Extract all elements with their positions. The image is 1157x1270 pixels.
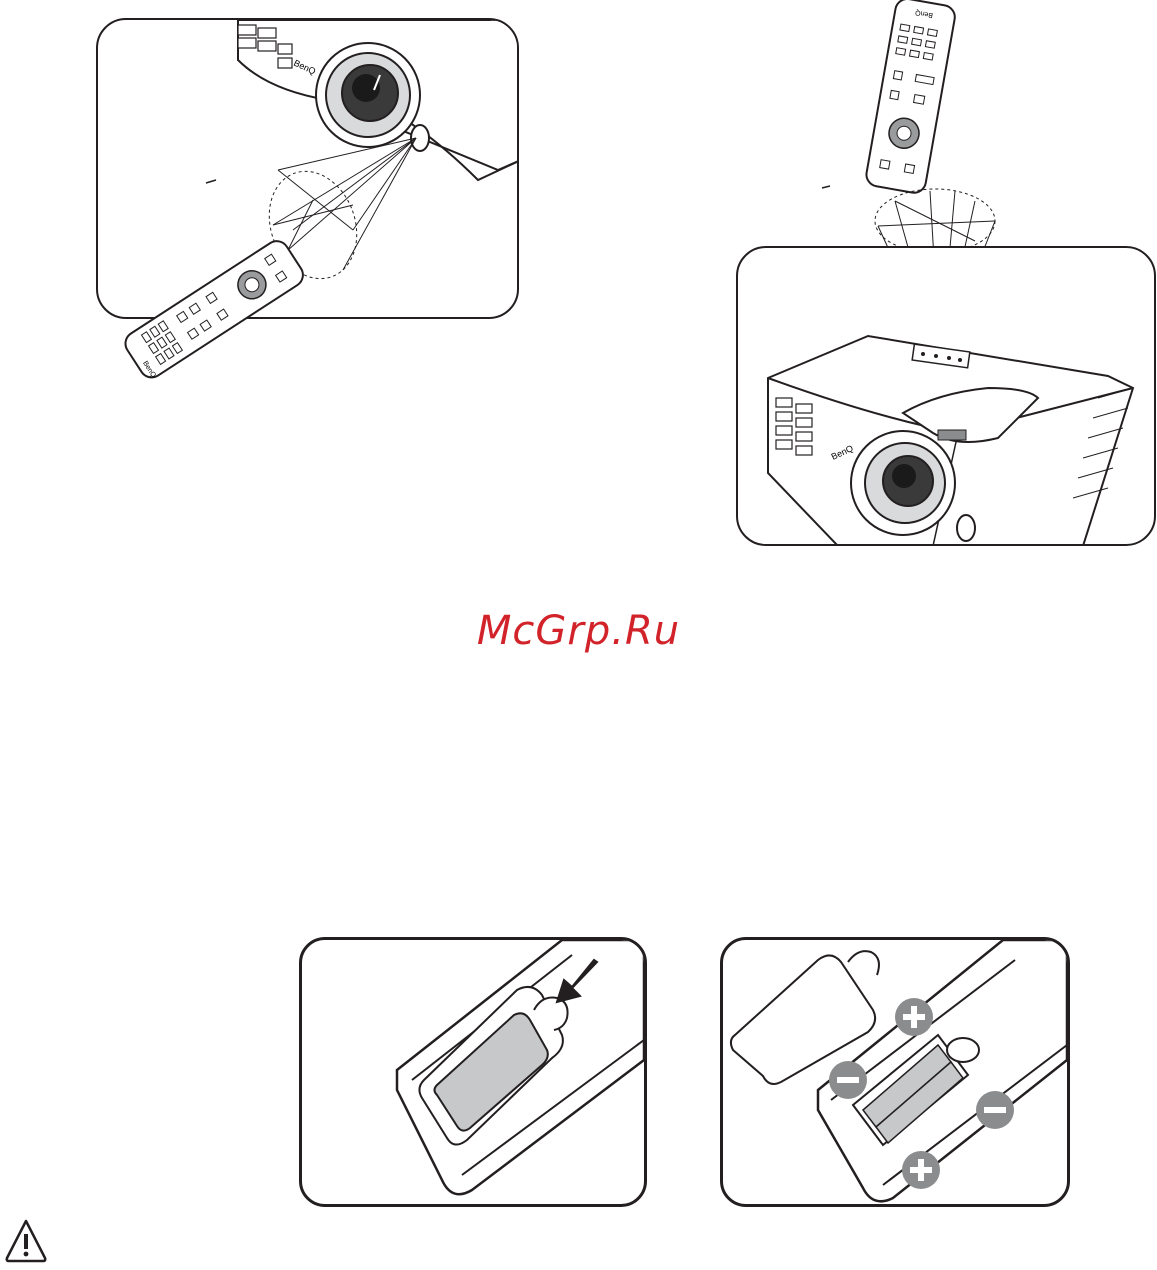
- figure-open-battery-cover: [299, 937, 647, 1207]
- warning-triangle-icon: [4, 1218, 48, 1264]
- remote-back-cover-illustration: [302, 940, 644, 1204]
- figure-insert-batteries: [720, 937, 1070, 1207]
- minus-polarity-icon: [976, 1091, 1014, 1129]
- plus-polarity-icon: [895, 998, 933, 1036]
- minus-polarity-icon: [829, 1061, 867, 1099]
- battery-compartment-illustration: [723, 940, 1067, 1204]
- watermark-text: McGrp.Ru: [0, 608, 1157, 654]
- remote-control-top: BenQ: [862, 0, 972, 200]
- remote-control-front: BenQ: [110, 222, 310, 402]
- projector-top-illustration: BenQ: [738, 248, 1156, 546]
- plus-polarity-icon: [902, 1151, 940, 1189]
- figure-top-ir-sensor: BenQ: [736, 246, 1156, 546]
